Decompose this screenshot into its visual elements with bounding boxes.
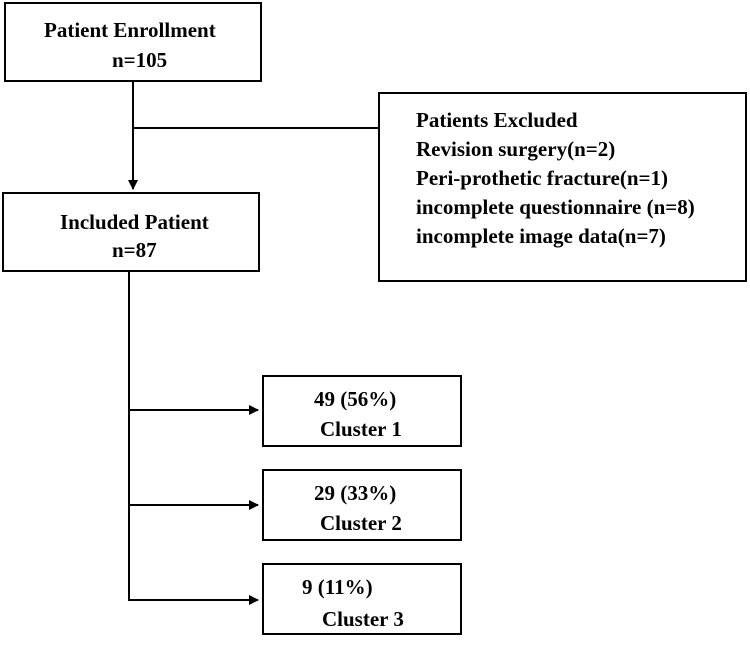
cluster-2-value: 29 (33%) <box>314 481 397 505</box>
cluster-1-value: 49 (56%) <box>314 387 397 411</box>
included-patient-box: Included Patient n=87 <box>2 192 260 272</box>
cluster-1-box: 49 (56%) Cluster 1 <box>262 375 462 447</box>
cluster-3-value: 9 (11%) <box>302 575 373 599</box>
patients-excluded-box: Patients Excluded Revision surgery(n=2) … <box>378 92 747 282</box>
cluster-2-box: 29 (33%) Cluster 2 <box>262 469 462 541</box>
enrollment-count: n=105 <box>112 48 168 72</box>
cluster-3-box: 9 (11%) Cluster 3 <box>262 563 462 635</box>
included-title: Included Patient <box>60 210 209 234</box>
cluster-2-label: Cluster 2 <box>320 511 402 535</box>
cluster-1-label: Cluster 1 <box>320 417 402 441</box>
excluded-item: Revision surgery(n=2) <box>416 137 616 161</box>
excluded-item: incomplete questionnaire (n=8) <box>416 195 695 219</box>
cluster-3-label: Cluster 3 <box>322 607 404 631</box>
excluded-title: Patients Excluded <box>416 108 578 132</box>
enrollment-title: Patient Enrollment <box>44 18 216 42</box>
included-count: n=87 <box>112 238 157 262</box>
excluded-item: incomplete image data(n=7) <box>416 224 666 248</box>
excluded-item: Peri-prothetic fracture(n=1) <box>416 166 669 190</box>
patient-enrollment-box: Patient Enrollment n=105 <box>4 2 262 82</box>
